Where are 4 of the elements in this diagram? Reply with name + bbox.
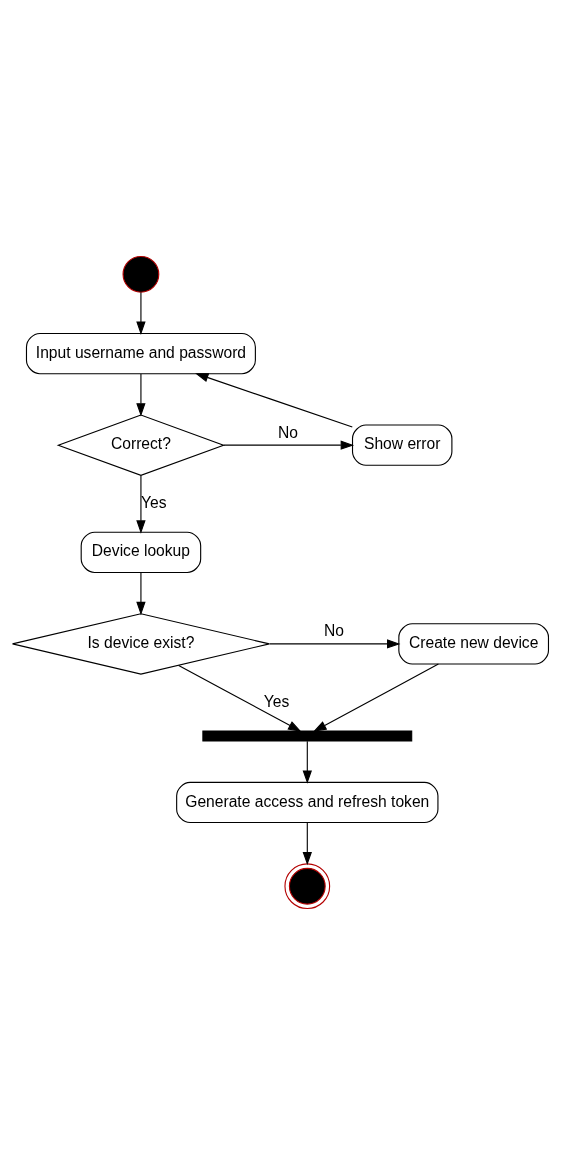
edge-label: Yes [141,493,167,511]
edge-label: No [324,621,345,639]
edge-label: Yes [263,692,290,710]
edge-label: No [278,423,299,441]
